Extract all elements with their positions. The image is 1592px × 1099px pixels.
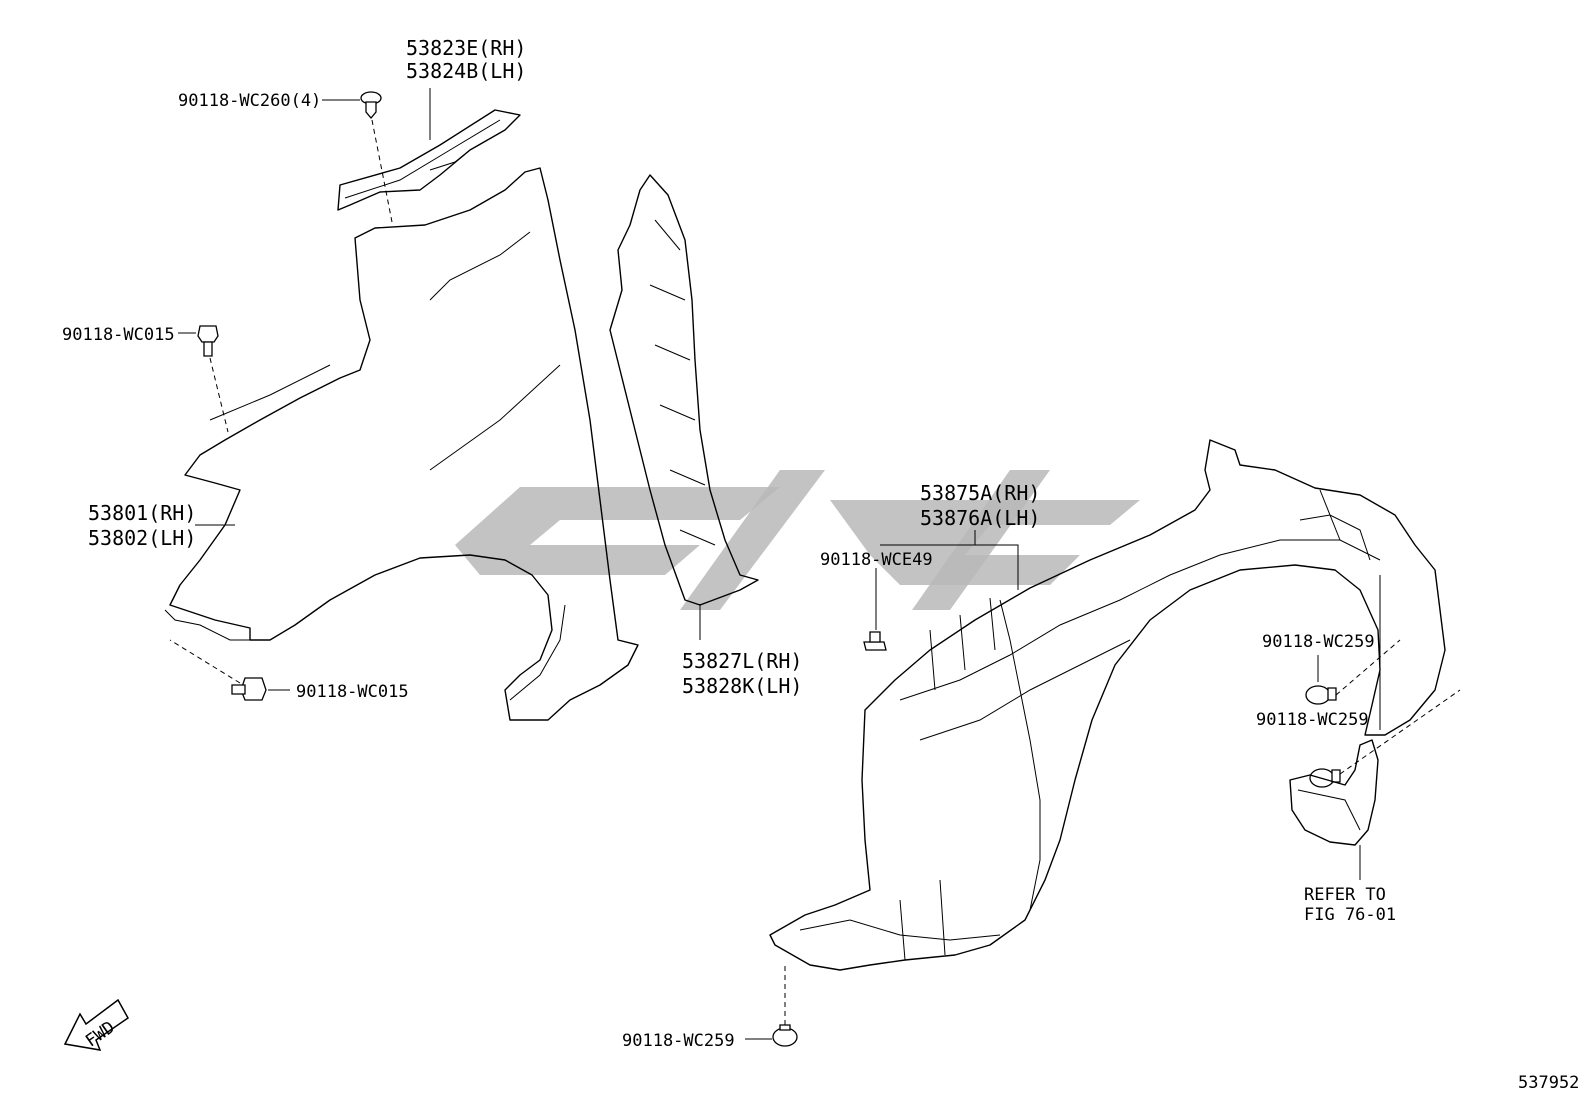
label-screw-right-1: 90118-WC259 — [1262, 632, 1375, 652]
label-refer-line2: FIG 76-01 — [1304, 905, 1396, 925]
label-nut-liner: 90118-WCE49 — [820, 550, 933, 570]
label-bolt-left-upper: 90118-WC015 — [62, 325, 175, 345]
screw-right-2-icon — [1309, 768, 1341, 788]
fender-liner — [769, 439, 1446, 971]
label-bolt-left-lower: 90118-WC015 — [296, 682, 409, 702]
label-fender-rh: 53801(RH) — [88, 501, 196, 525]
label-seal-lh: 53828K(LH) — [682, 674, 802, 698]
label-figure-number: 537952 — [1518, 1073, 1579, 1093]
label-bracket-lh: 53824B(LH) — [406, 59, 526, 83]
screw-right-2-guide — [1339, 689, 1461, 775]
bolt-lower-guide — [169, 639, 241, 684]
label-bracket-rh: 53823E(RH) — [406, 36, 526, 60]
bolt-upper-guide — [209, 357, 229, 433]
liner-leader — [880, 530, 1019, 590]
bolt-lower-icon — [231, 677, 267, 701]
label-clip-top: 90118-WC260(4) — [178, 91, 321, 111]
bolt-upper-icon — [197, 325, 219, 357]
fender-upper-bracket — [337, 109, 521, 211]
label-seal-rh: 53827L(RH) — [682, 649, 802, 673]
screw-bottom-icon — [772, 1024, 798, 1047]
front-fender — [164, 167, 639, 721]
label-screw-right-2: 90118-WC259 — [1256, 710, 1369, 730]
clip-icon — [360, 91, 382, 120]
label-fender-lh: 53802(LH) — [88, 526, 196, 550]
label-liner-rh: 53875A(RH) — [920, 481, 1040, 505]
nut-icon — [863, 631, 887, 651]
mud-guard — [1289, 739, 1379, 846]
label-refer-line1: REFER TO — [1304, 885, 1386, 905]
screw-right-1-icon — [1305, 685, 1337, 705]
fwd-arrow-icon — [63, 998, 129, 1051]
watermark-logo — [455, 470, 1140, 610]
label-liner-lh: 53876A(LH) — [920, 506, 1040, 530]
label-screw-bottom: 90118-WC259 — [622, 1031, 735, 1051]
